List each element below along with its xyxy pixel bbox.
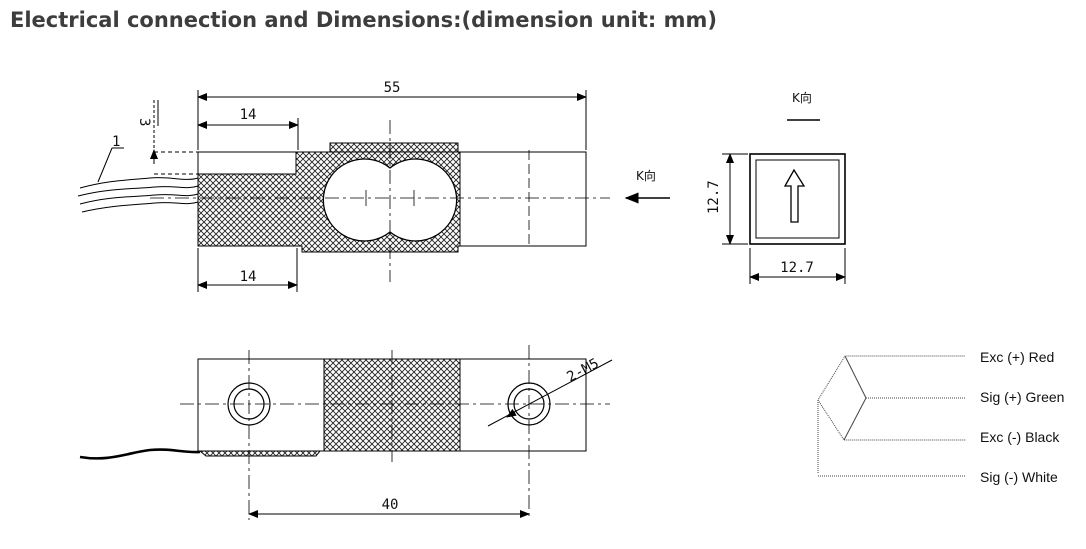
dim-height: 12.7 [706,180,722,214]
wire-label-sig-plus: Sig (+) Green [980,389,1064,405]
k-view-label: K向 [792,90,812,105]
dim-hole-spacing: 40 [382,497,399,513]
dim-wire-offset: 3 [136,118,152,126]
page-title: Electrical connection and Dimensions:(di… [10,8,717,32]
callout-wire: 1 [112,134,120,150]
plan-view [79,345,613,520]
k-direction-label: K向 [636,168,656,183]
side-view [77,90,670,292]
dim-thread: 2-M5 [564,356,601,386]
end-view [722,119,846,284]
dim-width: 12.7 [780,260,814,276]
wire-label-exc-minus: Exc (-) Black [980,429,1060,445]
wiring-diagram [817,355,966,477]
dim-top-length: 14 [240,107,257,123]
dim-bottom-length: 14 [240,269,257,285]
wire-label-sig-minus: Sig (-) White [980,469,1058,485]
dim-overall-length: 55 [384,80,401,96]
end-view-outline [749,153,846,245]
wire-label-exc-plus: Exc (+) Red [980,349,1054,365]
up-arrow-icon [783,168,806,223]
